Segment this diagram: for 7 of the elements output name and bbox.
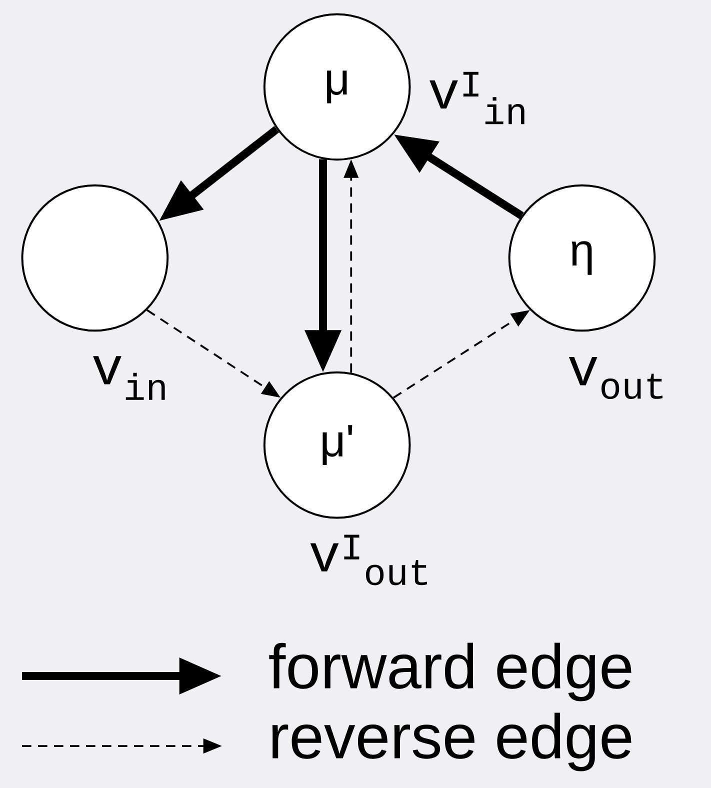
node-label: v$^{I}$in [430, 72, 524, 124]
node-label: v$_{out}$ [568, 357, 662, 399]
legend-label: reverse edge [272, 712, 632, 772]
legend-label: forward edge [269, 642, 632, 702]
node-circle [21, 184, 169, 332]
node-label: v$^{I}$out [310, 534, 427, 586]
node-label: v$_{in}$ [93, 356, 165, 400]
